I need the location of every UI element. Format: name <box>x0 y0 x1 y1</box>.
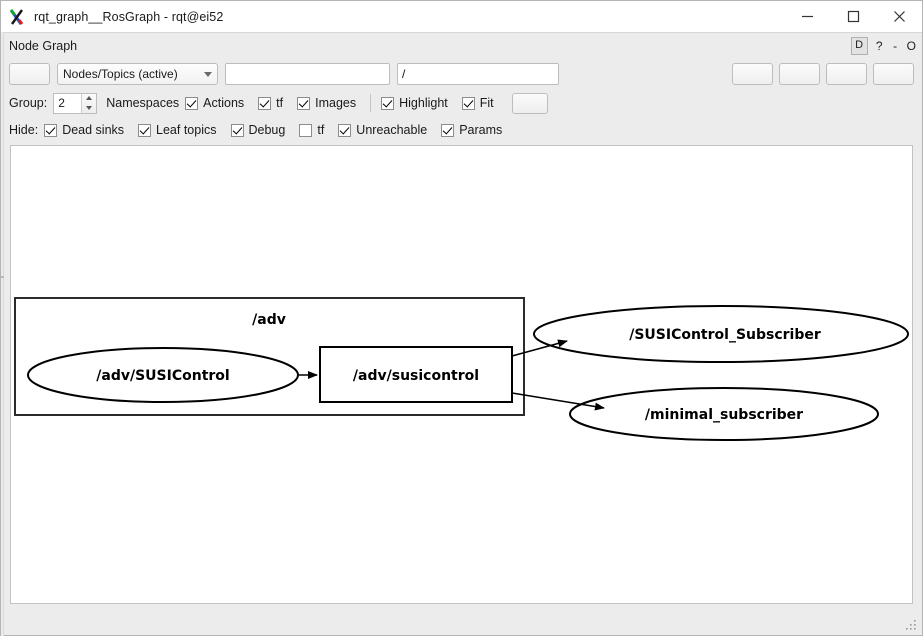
checkbox-debug[interactable]: Debug <box>230 123 286 137</box>
group-spinbox[interactable]: 2 <box>53 92 98 114</box>
dock-buttons: D ? - O <box>850 33 916 58</box>
checkbox-tf-box[interactable] <box>258 96 272 110</box>
x11-logo-icon <box>8 8 26 26</box>
graph-node-minimal-subscriber[interactable] <box>569 387 879 441</box>
refresh-button[interactable] <box>9 63 50 85</box>
checkbox-tf[interactable]: tf <box>258 96 283 110</box>
checkbox-params-box[interactable] <box>441 123 455 137</box>
graph-node-susicontrol-label: /adv/SUSIControl <box>96 368 229 384</box>
group-spinbox-value: 2 <box>58 96 65 110</box>
fit-in-view-button[interactable] <box>511 92 548 114</box>
graph-topic-susicontrol-label: /adv/susicontrol <box>353 368 479 384</box>
dock-close-button[interactable]: O <box>906 38 916 53</box>
dock-resize-handle[interactable] <box>1 32 4 636</box>
dock-minimize-button[interactable]: - <box>893 38 898 53</box>
checkbox-images-box[interactable] <box>297 96 311 110</box>
chevron-down-icon[interactable] <box>86 105 93 110</box>
graph-node-susicontrol[interactable] <box>27 347 299 403</box>
graph-area: /adv /adv/SUSIControl /adv/susicontrol /… <box>1 143 922 635</box>
checkbox-tf-label: tf <box>276 96 284 110</box>
window-controls <box>784 1 922 32</box>
checkbox-hide-tf-box[interactable] <box>299 123 313 137</box>
namespace-filter-input[interactable]: / <box>397 63 559 85</box>
checkbox-highlight-label: Highlight <box>399 96 448 110</box>
checkbox-hide-tf[interactable]: tf <box>299 123 324 137</box>
graph-node-minimal-subscriber-label: /minimal_subscriber <box>645 407 803 423</box>
toolbar-row-hide: Hide: Dead sinks Leaf topics Debug tf Un… <box>1 117 922 143</box>
graph-edge-topic-to-susicontrol-subscriber <box>511 339 568 357</box>
checkbox-dead-sinks-label: Dead sinks <box>62 123 125 137</box>
checkbox-unreachable-box[interactable] <box>338 123 352 137</box>
dock-help-button[interactable]: ? <box>875 38 883 53</box>
graph-cluster-label: /adv <box>252 312 286 328</box>
graph-canvas[interactable]: /adv /adv/SUSIControl /adv/susicontrol /… <box>10 145 913 604</box>
graph-topic-susicontrol[interactable] <box>319 346 513 403</box>
load-dot-button[interactable] <box>826 63 867 85</box>
checkbox-leaf-topics-box[interactable] <box>138 123 152 137</box>
graph-edge-topic-to-minimal-subscriber <box>511 392 605 411</box>
graph-type-combo-label: Nodes/Topics (active) <box>63 67 178 81</box>
checkbox-hide-tf-label: tf <box>317 123 325 137</box>
checkbox-highlight-box[interactable] <box>381 96 395 110</box>
dock-detach-button[interactable]: D <box>850 36 868 55</box>
toolbar-row-options: Group: 2 Namespaces Actions tf Images <box>1 89 922 117</box>
toolbar-action-buttons <box>732 63 914 85</box>
checkbox-dead-sinks[interactable]: Dead sinks <box>44 123 124 137</box>
checkbox-actions-label: Actions <box>203 96 245 110</box>
window-title: rqt_graph__RosGraph - rqt@ei52 <box>34 9 224 24</box>
dock-handle-marker <box>1 276 4 278</box>
checkbox-fit[interactable]: Fit <box>461 96 494 110</box>
dock-title: Node Graph <box>9 38 78 53</box>
status-bar <box>1 605 922 635</box>
checkbox-actions-box[interactable] <box>185 96 199 110</box>
title-bar: rqt_graph__RosGraph - rqt@ei52 <box>1 1 922 33</box>
toolbar: Nodes/Topics (active) / Group: 2 <box>1 59 922 143</box>
checkbox-actions[interactable]: Actions <box>185 96 244 110</box>
toolbar-row-filters: Nodes/Topics (active) / <box>1 59 922 89</box>
checkbox-fit-box[interactable] <box>461 96 475 110</box>
toolbar-separator <box>370 94 372 112</box>
maximize-icon[interactable] <box>830 1 876 32</box>
checkbox-leaf-topics-label: Leaf topics <box>156 123 217 137</box>
checkbox-params-label: Params <box>459 123 503 137</box>
group-spinbox-arrows[interactable] <box>81 93 97 113</box>
checkbox-highlight[interactable]: Highlight <box>381 96 448 110</box>
checkbox-fit-label: Fit <box>479 96 494 110</box>
chevron-up-icon[interactable] <box>86 96 93 101</box>
chevron-down-icon <box>204 71 212 77</box>
namespaces-label: Namespaces <box>106 96 180 110</box>
checkbox-debug-box[interactable] <box>230 123 244 137</box>
checkbox-leaf-topics[interactable]: Leaf topics <box>138 123 217 137</box>
resize-grip[interactable] <box>905 619 918 632</box>
ros-node-graph[interactable]: /adv /adv/SUSIControl /adv/susicontrol /… <box>11 146 912 603</box>
dock-header: Node Graph D ? - O <box>1 33 922 59</box>
close-icon[interactable] <box>876 1 922 32</box>
hide-label: Hide: <box>9 123 39 137</box>
checkbox-params[interactable]: Params <box>441 123 502 137</box>
checkbox-debug-label: Debug <box>248 123 286 137</box>
graph-cluster-adv[interactable] <box>14 297 525 416</box>
save-dot-button[interactable] <box>732 63 773 85</box>
graph-type-combo[interactable]: Nodes/Topics (active) <box>57 63 218 85</box>
topic-filter-input[interactable] <box>225 63 390 85</box>
graph-node-susicontrol-subscriber[interactable] <box>533 305 909 363</box>
graph-node-susicontrol-subscriber-label: /SUSIControl_Subscriber <box>629 327 821 343</box>
checkbox-unreachable-label: Unreachable <box>356 123 428 137</box>
group-label: Group: <box>9 96 48 110</box>
checkbox-images[interactable]: Images <box>297 96 356 110</box>
checkbox-unreachable[interactable]: Unreachable <box>338 123 427 137</box>
checkbox-images-label: Images <box>315 96 357 110</box>
save-image-button[interactable] <box>779 63 820 85</box>
minimize-icon[interactable] <box>784 1 830 32</box>
zoom-fit-button[interactable] <box>873 63 914 85</box>
checkbox-dead-sinks-box[interactable] <box>44 123 58 137</box>
